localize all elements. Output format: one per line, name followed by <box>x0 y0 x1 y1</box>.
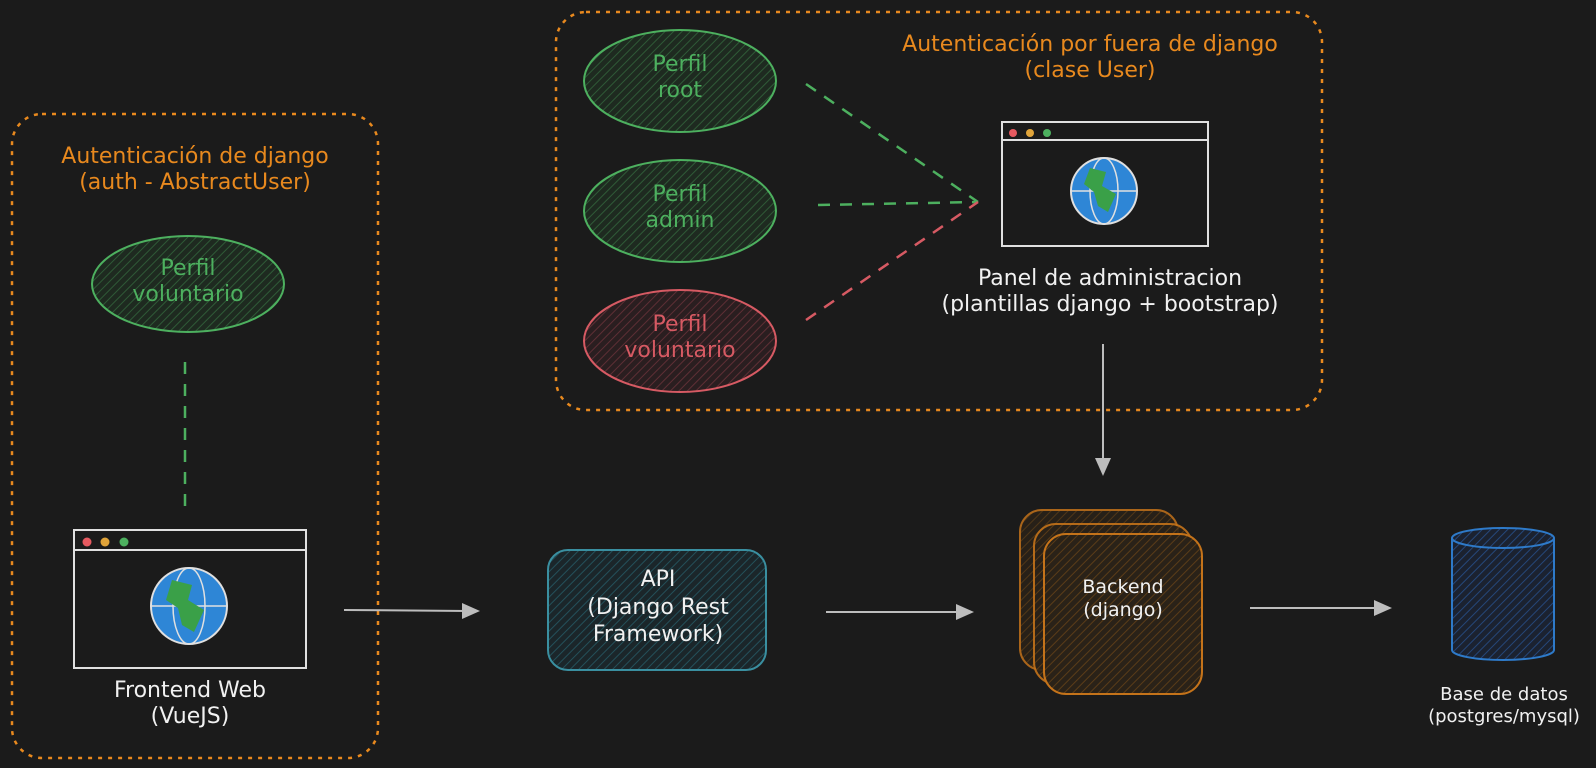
arrow-frontend-api <box>343 603 480 619</box>
arrow-panel-backend <box>1095 344 1111 476</box>
profile-root-shape <box>583 29 777 133</box>
browser-globe-icon <box>73 529 307 669</box>
profile-voluntario-right-shape <box>583 289 777 393</box>
profile-voluntario-right-label: Perfil voluntario <box>624 312 736 364</box>
database-cylinder-icon <box>1451 527 1555 661</box>
backend-label: Backend (django) <box>1082 576 1164 621</box>
group-external-auth-title: Autenticación por fuera de django (clase… <box>902 32 1278 84</box>
group-django-auth-title: Autenticación de django (auth - Abstract… <box>61 144 329 196</box>
connector-admin-panel <box>817 200 979 207</box>
database-label: Base de datos (postgres/mysql) <box>1428 684 1580 727</box>
profile-voluntario-left-label: Perfil voluntario <box>132 256 244 308</box>
profile-admin-label: Perfil admin <box>645 182 715 234</box>
connector-root-panel <box>805 82 979 204</box>
arrow-api-backend <box>826 604 974 620</box>
backend-stack <box>1019 509 1203 695</box>
profile-voluntario-left-shape <box>91 235 285 333</box>
frontend-label: Frontend Web (VueJS) <box>113 678 267 730</box>
profile-root-label: Perfil root <box>652 52 708 104</box>
group-django-auth <box>10 112 380 760</box>
profile-admin-shape <box>583 159 777 263</box>
arrow-backend-database <box>1250 600 1392 616</box>
group-external-auth <box>554 10 1324 412</box>
admin-panel-label: Panel de administracion (plantillas djan… <box>941 266 1279 318</box>
api-label: API (Django Rest Framework) <box>587 567 729 647</box>
browser-globe-icon <box>1001 121 1209 247</box>
api-box <box>547 549 767 671</box>
